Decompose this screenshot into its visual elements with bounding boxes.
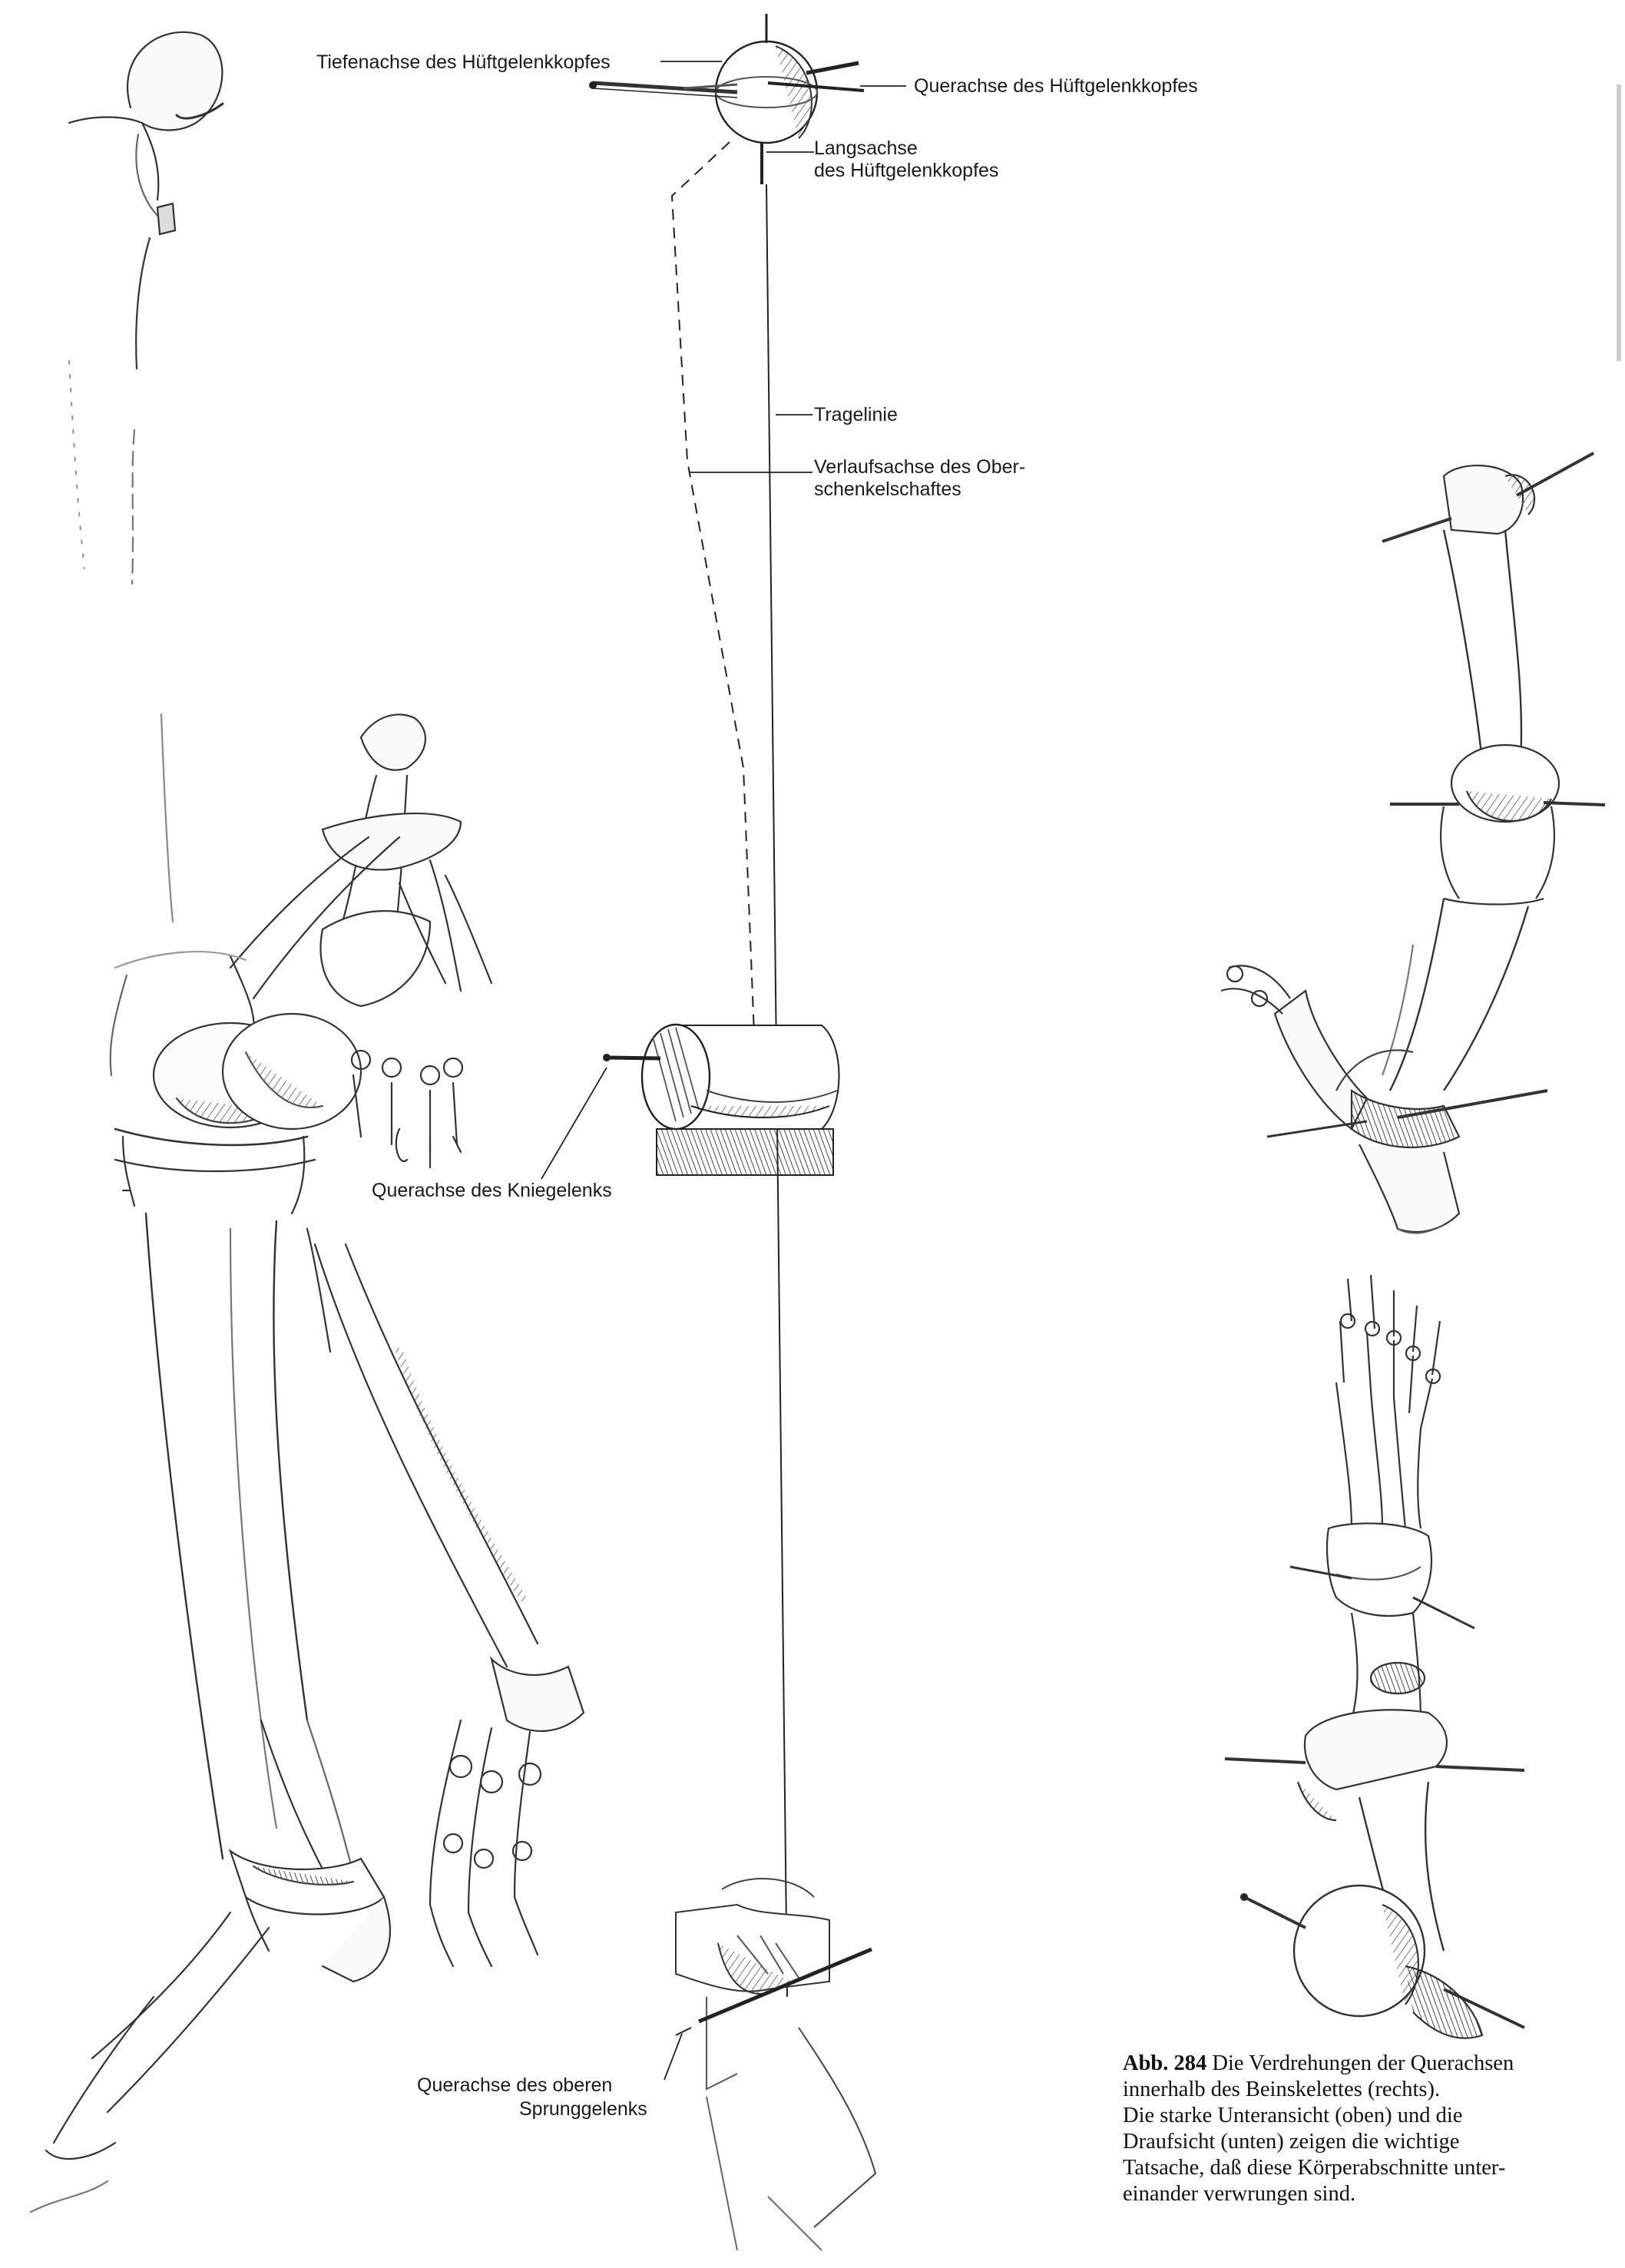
label-querachse-kniegelenk: Querachse des Kniegelenks <box>372 1179 612 1202</box>
caption-line-1: Abb. 284 Die Verdrehungen der Querachsen <box>1123 2051 1622 2077</box>
label-laengsachse-line1: Langsachse <box>814 137 918 160</box>
caption-line-6: einander verwrungen sind. <box>1123 2181 1622 2207</box>
label-querachse-hueftgelenkkopf: Querachse des Hüftgelenkkopfes <box>914 74 1198 98</box>
label-verlaufsachse-line2: schenkelschaftes <box>814 478 961 501</box>
left-leg-side-view <box>31 32 584 2212</box>
label-querachse-sprunggelenk-line1: Querachse des oberen <box>417 2074 612 2097</box>
caption-line-5: Tatsache, daß diese Körperabschnitte unt… <box>1123 2155 1622 2181</box>
caption-line-4: Draufsicht (unten) zeigen die wichtige <box>1123 2129 1622 2155</box>
label-querachse-sprunggelenk-line2: Sprunggelenks <box>519 2097 647 2121</box>
right-lower-top-view <box>1225 1275 1524 2038</box>
caption-line-2: innerhalb des Beinskelettes (rechts). <box>1123 2077 1622 2103</box>
label-verlaufsachse-line1: Verlaufsachse des Ober- <box>814 455 1025 478</box>
caption-title: Die Verdrehungen der Querachsen <box>1212 2051 1514 2075</box>
label-tragelinie: Tragelinie <box>814 403 898 426</box>
label-tiefenachse: Tiefenachse des Hüftgelenkkopfes <box>316 51 611 74</box>
caption-line-3: Die starke Unteransicht (oben) und die <box>1123 2103 1622 2129</box>
figure-caption: Abb. 284 Die Verdrehungen der Querachsen… <box>1123 2051 1622 2207</box>
right-upper-bottom-view <box>1221 453 1605 1233</box>
center-axis-schematic <box>541 14 906 2250</box>
caption-figure-number: Abb. 284 <box>1123 2051 1206 2075</box>
label-laengsachse-line2: des Hüftgelenkkopfes <box>814 159 998 182</box>
